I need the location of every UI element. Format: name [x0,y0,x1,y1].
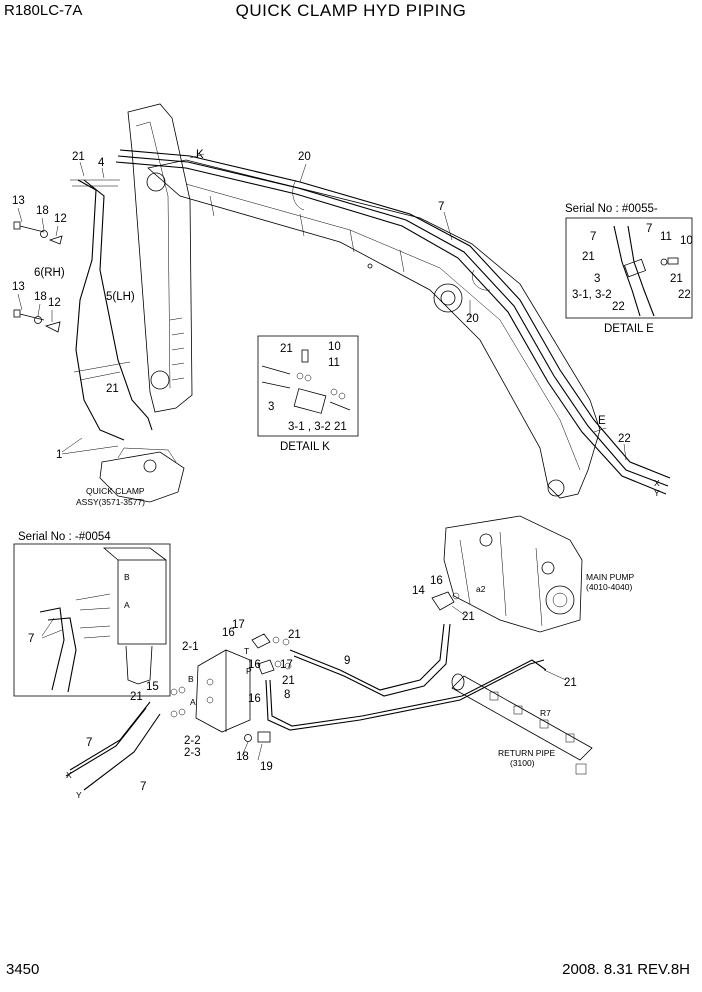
boom-callout: 22 [618,433,631,445]
detail-k-callout: 3 [268,401,274,413]
serial-old-label: Serial No : -#0054 [18,531,111,543]
boom-callout: 21 [72,151,85,163]
boom-callout: 20 [466,313,479,325]
valve-port-b: B [188,674,194,684]
detail-e-callout: 21 [670,273,683,285]
port-letter: A [124,600,130,610]
lower-callout: 15 [146,681,159,693]
detail-k-callout: 11 [328,357,340,369]
detail-e-callout: 21 [582,251,595,263]
lower-callout: 2-1 [182,641,199,653]
lower-callout: 21 [462,611,475,623]
detail-e-callout: 22 [678,289,691,301]
return-pipe-ref-label: (3100) [510,758,535,768]
boom-callout: 12 [54,213,67,225]
main-pump-ref-label: (4010-4040) [586,582,632,592]
revision-date: 2008. 8.31 REV.8H [562,961,690,978]
lower-callout: 17 [232,619,245,631]
lower-callout: 21 [564,677,577,689]
boom-callout: 5(LH) [106,291,135,303]
lower-callout: 21 [288,629,301,641]
return-port-r7: R7 [540,708,551,718]
lower-callout: 21 [130,691,143,703]
detail-k-label: DETAIL K [280,441,330,453]
valve-port-a: A [190,697,196,707]
boom-port-x: X [654,478,660,488]
lower-piping-artwork [65,515,593,791]
boom-callout: 13 [12,195,25,207]
boom-arm-artwork [13,103,671,503]
valve-port-p: P [246,666,252,676]
boom-callout: 13 [12,281,25,293]
boom-callout: E [598,415,606,427]
boom-callout: 1 [56,449,62,461]
lower-callout: 14 [412,585,425,597]
lower-port-y: Y [76,790,82,800]
pump-port-a2: a2 [476,584,486,594]
boom-callout: 20 [298,151,311,163]
valve-port-t: T [244,646,249,656]
lower-callout: 16 [430,575,443,587]
detail-k-callout: 21 [334,421,347,433]
lower-callout: 8 [284,689,290,701]
detail-e-box [565,217,693,319]
lower-callout: 17 [280,659,293,671]
boom-callout: 18 [36,205,49,217]
boom-callout: 7 [438,201,444,213]
quick-clamp-assy-label: ASSY(3571-3577) [76,497,145,507]
lower-callout: 7 [86,737,92,749]
lower-callout: 16 [248,659,261,671]
boom-port-y: Y [654,488,660,498]
boom-callout: 12 [48,297,61,309]
detail-e-label: DETAIL E [604,323,654,335]
lower-callout: 16 [222,627,235,639]
detail-e-callout: 22 [612,301,625,313]
lower-callout: 2-2 [184,735,201,747]
page-title: QUICK CLAMP HYD PIPING [235,1,467,20]
detail-k-callout: 10 [328,341,341,353]
boom-callout: 21 [106,383,119,395]
serial-old-box [13,543,171,697]
lower-callout: 18 [236,751,249,763]
port-letter: B [124,572,130,582]
detail-e-callout: 11 [660,231,672,243]
boom-callout: 4 [98,157,105,169]
lower-port-x: X [66,770,72,780]
detail-k-callout: 3-1 , 3-2 [288,421,331,433]
lower-callout: 9 [344,655,350,667]
detail-e-callout: 10 [680,235,693,247]
return-pipe-label: RETURN PIPE [498,748,555,758]
detail-e-callout: 7 [590,231,596,243]
lower-callout: 21 [282,675,295,687]
detail-e-callout: 7 [646,223,652,235]
boom-callout: 18 [34,291,47,303]
lower-callout: 7 [28,633,34,645]
serial-old-artwork [39,547,167,693]
detail-k-box [257,335,359,437]
detail-e-callout: 3-1, 3-2 [572,289,612,301]
detail-k-artwork [261,349,351,414]
detail-e-artwork [613,225,679,317]
lower-callout: 16 [248,693,261,705]
page-number: 3450 [6,961,40,978]
lower-callout: 7 [140,781,146,793]
detail-e-callout: 3 [594,273,600,285]
serial-new-label: Serial No : #0055- [565,203,658,215]
boom-callout: 6(RH) [34,267,65,279]
lower-callout: 2-3 [184,747,201,759]
detail-k-callout: 21 [280,343,293,355]
model-number: R180LC-7A [4,2,83,19]
lower-callout: 19 [260,761,273,773]
main-pump-label: MAIN PUMP [586,572,635,582]
leader-lines [17,153,627,761]
quick-clamp-label: QUICK CLAMP [86,486,145,496]
